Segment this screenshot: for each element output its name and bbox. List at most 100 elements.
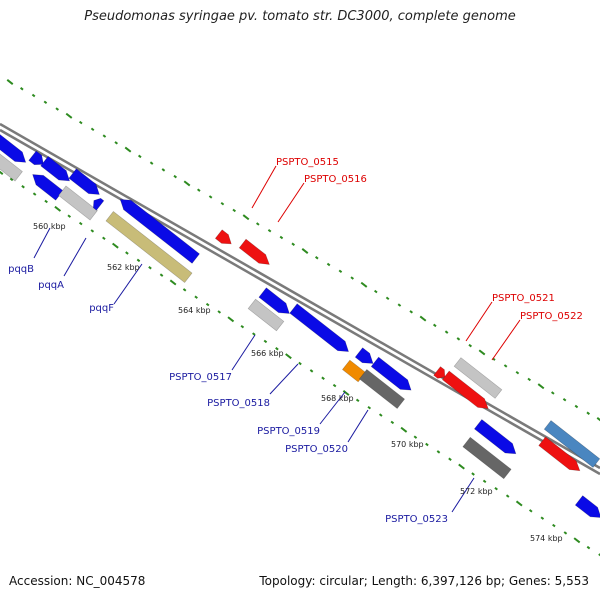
outer-tick-mark [419, 315, 427, 322]
tick-label: 570 kbp [391, 440, 424, 449]
inner-tick-mark [112, 242, 119, 249]
map-title: Pseudomonas syringae pv. tomato str. DC3… [84, 9, 516, 24]
label-leader-line [269, 363, 299, 395]
inner-tick-mark [573, 537, 581, 544]
label-leader-lines [33, 165, 521, 513]
backbone-line-inner [0, 128, 600, 476]
inner-tick-mark [332, 383, 337, 388]
outer-tick-mark [161, 168, 166, 172]
gene-arrow-red [238, 238, 270, 265]
outer-tick-mark [114, 141, 118, 145]
gene-arrow-blue [370, 356, 412, 391]
outer-tick-mark [267, 229, 272, 233]
inner-tick-mark [159, 273, 164, 277]
inner-tick-mark [44, 199, 48, 204]
inner-tick-mark [0, 169, 4, 175]
inner-tick-mark [125, 251, 129, 255]
tick-label: 560 kbp [33, 222, 66, 231]
tick-marks [0, 79, 600, 557]
outer-tick-mark [197, 188, 201, 192]
label-leader-line [451, 477, 475, 513]
outer-tick-mark [385, 296, 390, 301]
outer-tick-mark [537, 383, 545, 390]
outer-tick-mark [350, 276, 354, 280]
outer-tick-mark [515, 370, 520, 375]
outer-tick-mark [232, 208, 236, 213]
inner-tick-mark [367, 405, 372, 410]
inner-tick-mark [586, 545, 591, 550]
outer-tick-mark [279, 235, 284, 240]
outer-tick-mark [478, 349, 486, 356]
outer-tick-mark [220, 201, 225, 206]
outer-tick-mark [55, 107, 59, 111]
inner-tick-mark [355, 398, 360, 403]
tick-label: 574 kbp [530, 534, 563, 543]
inner-tick-mark [102, 236, 106, 241]
inner-tick-mark [54, 205, 62, 212]
inner-tick-mark [9, 177, 14, 182]
outer-tick-mark [65, 112, 73, 119]
inner-tick-mark [563, 531, 568, 535]
inner-tick-mark [169, 279, 177, 286]
gene-arrow-blue [68, 168, 100, 195]
gene-arrow-blue [28, 150, 44, 166]
outer-tick-mark [586, 411, 590, 415]
inner-tick-mark [436, 450, 441, 454]
outer-tick-mark [503, 364, 508, 368]
inner-tick-mark [598, 553, 600, 557]
inner-tick-mark [321, 376, 325, 380]
inner-tick-mark [540, 516, 545, 520]
gene-arrow-blue [354, 347, 374, 364]
gene-arrow-red [214, 229, 232, 245]
gene-label: PSPTO_0515 [276, 157, 339, 168]
outer-tick-mark [562, 398, 567, 402]
inner-tick-mark [275, 347, 279, 351]
outer-tick-mark [315, 256, 319, 260]
gene-arrow-light-gray [58, 185, 98, 221]
outer-tick-mark [456, 337, 461, 341]
gene-label: PSPTO_0517 [169, 372, 232, 383]
inner-tick-mark [78, 221, 83, 226]
outer-tick-mark [20, 87, 24, 91]
inner-tick-mark [390, 420, 395, 425]
inner-tick-mark [494, 486, 498, 491]
gene-label: PSPTO_0516 [304, 174, 367, 185]
outer-tick-mark [291, 242, 295, 246]
gene-label: PSPTO_0518 [207, 398, 270, 409]
inner-tick-mark [298, 361, 302, 366]
inner-tick-mark [552, 523, 556, 528]
inner-tick-mark [263, 339, 268, 344]
outer-tick-mark [242, 214, 250, 221]
inner-tick-mark [482, 479, 487, 484]
label-leader-line [63, 237, 87, 277]
outer-tick-mark [6, 79, 14, 85]
outer-tick-mark [90, 127, 95, 132]
tick-label: 564 kbp [178, 306, 211, 315]
label-leader-line [319, 391, 346, 425]
outer-tick-mark [31, 93, 36, 98]
inner-tick-mark [240, 324, 245, 329]
inner-tick-mark [182, 288, 187, 292]
inner-tick-mark [400, 426, 408, 433]
inner-tick-mark [342, 390, 350, 396]
tick-label: 566 kbp [251, 349, 284, 358]
gene-arrow-blue [289, 303, 349, 352]
inner-tick-mark [32, 192, 37, 196]
gene-arrow-light-gray [247, 298, 285, 332]
outer-tick-mark [256, 222, 260, 226]
gene-label: PSPTO_0523 [385, 514, 448, 525]
label-leader-line [491, 319, 521, 361]
outer-tick-mark [433, 323, 437, 328]
gene-arrow-orange [342, 359, 366, 383]
outer-tick-mark [527, 377, 531, 382]
genome-backbone [0, 122, 600, 476]
gene-label: PSPTO_0520 [285, 444, 348, 455]
gene-arrow-blue [258, 287, 290, 314]
inner-tick-mark [378, 413, 383, 417]
tick-label: 562 kbp [107, 263, 140, 272]
outer-tick-mark [138, 154, 142, 159]
gene-arrow-blue [40, 155, 71, 182]
gene-label: PSPTO_0519 [257, 426, 320, 437]
outer-tick-mark [79, 120, 83, 125]
